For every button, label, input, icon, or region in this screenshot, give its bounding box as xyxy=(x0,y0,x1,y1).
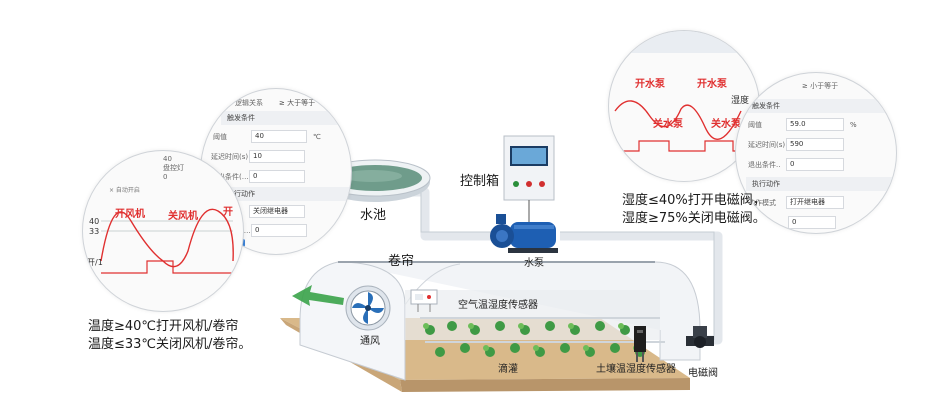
note-valve-off: 湿度≥75%关闭电磁阀。 xyxy=(622,211,766,226)
side-row-1: 40 xyxy=(163,155,172,163)
trigger-section: 触发条件 xyxy=(746,99,896,113)
threshold-input[interactable]: 40 xyxy=(251,130,307,143)
exit-time-input[interactable]: 0 xyxy=(251,224,307,237)
right-notes: 湿度≤40%打开电磁阀， 湿度≥75%关闭电磁阀。 xyxy=(622,192,766,228)
water-pump-icon xyxy=(490,214,558,253)
delay-input[interactable]: 10 xyxy=(249,150,305,163)
y-tick-on: 开/1 xyxy=(87,258,103,267)
exit-input[interactable]: 0 xyxy=(249,170,305,183)
exit-label: 退出条件(… xyxy=(211,172,249,181)
delay-label: 延迟时间(s) xyxy=(748,140,786,149)
relation-top-text: ≥ 小于等于 xyxy=(802,82,839,90)
threshold-unit: % xyxy=(850,120,857,129)
relation-value: ≥ 大于等于 xyxy=(279,98,316,107)
pump-on-label-2: 开水泵 xyxy=(697,79,727,90)
control-box-icon xyxy=(503,135,555,222)
note-fan-off: 温度≤33℃关闭风机/卷帘。 xyxy=(88,337,252,352)
note-fan-on: 温度≥40℃打开风机/卷帘 xyxy=(88,319,239,334)
side-row-3: 0 xyxy=(163,173,168,181)
threshold-label: 阈值 xyxy=(213,132,227,141)
side-row-2: 盘控灯 xyxy=(163,164,184,172)
right-settings-zoom: ≥ 小于等于 触发条件 阈值 59.0 % 延迟时间(s) 590 退出条件..… xyxy=(735,72,897,234)
ventilation-label: 通风 xyxy=(360,336,380,347)
humidity-label: 湿度 xyxy=(731,96,750,106)
temperature-curve xyxy=(100,208,234,268)
roller-label: 卷帘 xyxy=(388,254,415,269)
soil-sensor-label: 土壤温湿度传感器 xyxy=(596,364,676,375)
threshold-unit: ℃ xyxy=(313,132,321,141)
fan-icon xyxy=(345,285,391,331)
air-sensor-label: 空气温湿度传感器 xyxy=(458,300,538,311)
fan-state-line xyxy=(101,260,233,274)
solenoid-label: 电磁阀 xyxy=(688,368,718,379)
humidity-chart xyxy=(614,100,755,152)
note-valve-on: 湿度≤40%打开电磁阀， xyxy=(622,193,766,208)
side-rows: 40 盘控灯 0 xyxy=(163,155,233,182)
action-mode-select[interactable]: 打开继电器 xyxy=(786,196,844,209)
relation-label: 逻辑关系 xyxy=(235,98,263,107)
y-tick-33: 33 xyxy=(89,227,100,236)
threshold-label: 阈值 xyxy=(748,120,762,129)
action-section: 执行动作 xyxy=(221,187,351,201)
pump-on-label-1: 开水泵 xyxy=(635,79,665,90)
airflow-arrow xyxy=(292,285,344,306)
pump-label: 水泵 xyxy=(524,258,544,269)
action-mode-select[interactable]: 关闭继电器 xyxy=(249,205,305,218)
fan-on-label-2: 开 xyxy=(223,207,233,218)
right-chart-zoom: 开水泵 开水泵 关水泵 关水泵 湿度 xyxy=(608,30,760,182)
left-chart-zoom: 40 盘控灯 0 × 自动开启 开风机 关风机 开 40 33 开/1 xyxy=(82,150,244,312)
extra-input[interactable]: 0 xyxy=(788,216,836,229)
air-sensor-icon xyxy=(410,289,438,312)
pump-state-line xyxy=(615,140,755,152)
drip-line xyxy=(420,317,665,343)
threshold-input[interactable]: 59.0 xyxy=(786,118,844,131)
chart-header-bar xyxy=(609,31,759,53)
delay-label: 延迟时间(s) xyxy=(211,152,249,161)
solenoid-valve-icon xyxy=(686,326,714,348)
temperature-chart xyxy=(100,208,234,274)
exit-label: 退出条件.. xyxy=(748,160,781,169)
action-mode-label: 动作模式 xyxy=(748,198,776,207)
trigger-section: 触发条件 xyxy=(221,111,351,125)
control-box-label: 控制箱 xyxy=(460,174,500,189)
humidity-curve xyxy=(614,100,742,140)
fan-on-label: 开风机 xyxy=(115,209,145,220)
y-tick-40: 40 xyxy=(89,217,100,226)
left-notes: 温度≥40℃打开风机/卷帘 温度≤33℃关闭风机/卷帘。 xyxy=(88,318,251,354)
chart-title: × 自动开启 xyxy=(109,187,140,194)
action-section: 执行动作 xyxy=(746,177,896,191)
drip-label: 滴灌 xyxy=(498,364,518,375)
fan-off-label: 关风机 xyxy=(168,211,198,222)
delay-input[interactable]: 590 xyxy=(786,138,844,151)
exit-input[interactable]: 0 xyxy=(786,158,844,171)
soil-sensor-icon xyxy=(634,326,646,362)
pool-label: 水池 xyxy=(360,208,387,223)
pump-off-label-2: 关水泵 xyxy=(711,119,741,130)
pump-off-label-1: 关水泵 xyxy=(653,119,683,130)
